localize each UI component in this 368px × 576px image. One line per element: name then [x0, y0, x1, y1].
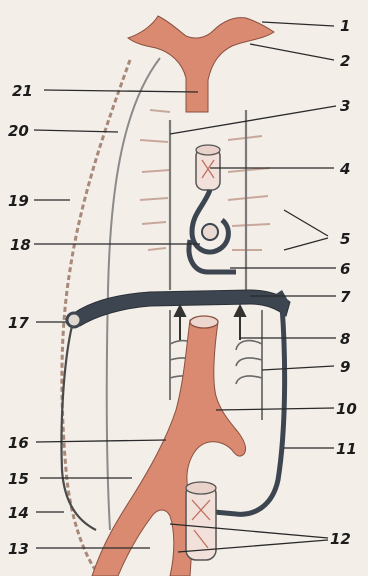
label-4: 4 — [339, 160, 350, 178]
label-6: 6 — [340, 260, 350, 278]
left-vein — [61, 326, 96, 530]
cava-cut — [190, 316, 218, 328]
vein-ring — [202, 224, 218, 240]
superior-vessel — [128, 16, 274, 112]
label-21: 21 — [12, 82, 33, 100]
inferior-vena-cava — [92, 320, 246, 576]
label-19: 19 — [8, 192, 29, 210]
label-14: 14 — [8, 504, 29, 522]
label-9: 9 — [340, 358, 350, 376]
label-11: 11 — [336, 440, 357, 458]
label-2: 2 — [340, 52, 350, 70]
label-8: 8 — [340, 330, 350, 348]
label-15: 15 — [8, 470, 29, 488]
label-17: 17 — [8, 314, 29, 332]
label-5: 5 — [340, 230, 350, 248]
label-16: 16 — [8, 434, 29, 452]
label-18: 18 — [10, 236, 31, 254]
vessel-section-lower — [186, 482, 216, 560]
label-20: 20 — [8, 122, 29, 140]
label-3: 3 — [340, 97, 350, 115]
label-10: 10 — [336, 400, 357, 418]
label-1: 1 — [340, 17, 350, 35]
vein-end-left — [67, 313, 81, 327]
label-13: 13 — [8, 540, 29, 558]
label-7: 7 — [340, 288, 351, 306]
label-12: 12 — [330, 530, 351, 548]
